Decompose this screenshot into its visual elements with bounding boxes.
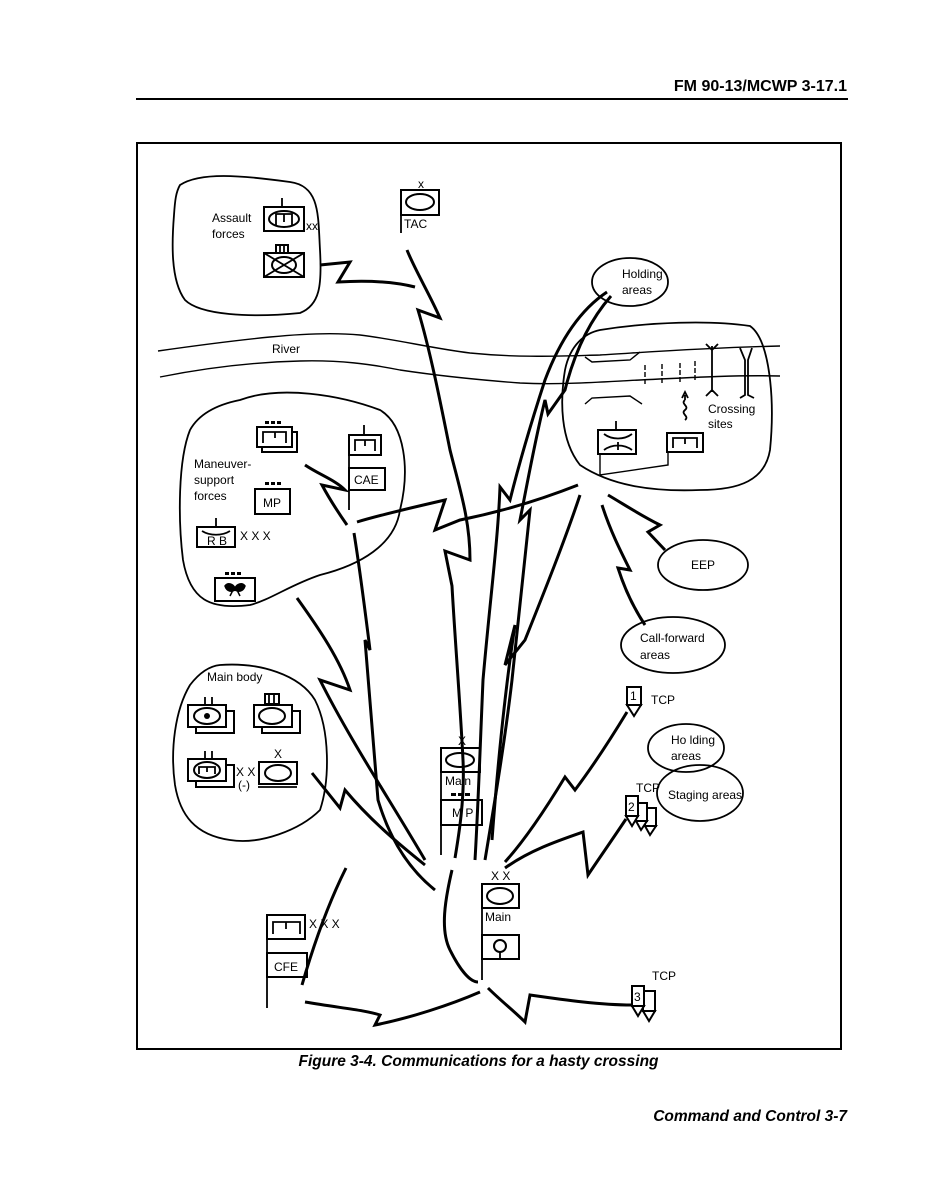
main-body-area: Main body X X (-) X xyxy=(172,663,328,842)
figure-frame xyxy=(136,142,842,1050)
mp-label: MP xyxy=(263,496,281,510)
assault-echelon: xx xyxy=(306,219,318,233)
rb-unit-icon xyxy=(196,526,236,548)
holding-areas-mid-label-1: Ho lding xyxy=(671,733,715,747)
comm-link-maneuver xyxy=(304,463,350,526)
staging-areas-label: Staging areas xyxy=(668,788,742,802)
comm-link-holding-top-2 xyxy=(483,295,613,861)
cfe-cp: X X X CFE xyxy=(266,914,340,1008)
crossing-sites-area: Crossing sites xyxy=(561,321,773,492)
tcp-1: 1 TCP xyxy=(625,686,675,718)
holding-areas-top: Holding areas xyxy=(591,257,669,307)
holding-staging-areas: Ho lding areas Staging areas xyxy=(647,723,744,822)
comm-link-crossing xyxy=(356,483,579,533)
comm-link-maneuver-2 xyxy=(352,532,436,892)
comm-link-assault xyxy=(319,260,416,289)
cae-label: CAE xyxy=(354,473,379,487)
main-body-label: Main body xyxy=(207,670,262,684)
holding-areas-top-label-1: Holding xyxy=(622,267,663,281)
bridge-unit-icon xyxy=(597,429,637,455)
comm-link-division-left xyxy=(442,869,479,984)
division-main-cp: X X Main xyxy=(481,869,520,980)
eep-area: EEP xyxy=(657,539,749,591)
rb-label: R B xyxy=(207,534,227,548)
cfe-label: CFE xyxy=(274,960,298,974)
comm-link-maneuver-area xyxy=(295,597,427,861)
comm-link-tac xyxy=(405,249,472,859)
tac-command-post: x TAC xyxy=(400,177,440,233)
holding-areas-top-label-2: areas xyxy=(622,283,652,297)
cfe-echelon: X X X xyxy=(309,917,340,931)
comm-link-crossing-2 xyxy=(490,494,582,841)
maneuver-support-area: Maneuver- support forces CAE MP R B X X … xyxy=(178,391,406,608)
tcp-3-label: TCP xyxy=(652,969,676,983)
call-forward-label-1: Call-forward xyxy=(640,631,705,645)
assault-forces-area: Assault forces xx xyxy=(171,175,322,317)
tcp-3-number: 3 xyxy=(634,990,641,1004)
maneuver-support-label-3: forces xyxy=(194,489,227,503)
assault-forces-label-2: forces xyxy=(212,227,245,241)
mp-unit-icon xyxy=(254,488,291,515)
tcp-1-number: 1 xyxy=(630,689,637,703)
main-body-echelon-c: X xyxy=(274,747,282,761)
river: River xyxy=(157,332,781,385)
call-forward-areas: Call-forward areas xyxy=(620,616,726,674)
tcp-2-number: 2 xyxy=(628,800,635,814)
tcp-3: TCP 3 xyxy=(630,969,676,1023)
main-body-echelon-a: X X xyxy=(236,765,255,779)
comm-link-main-body xyxy=(310,772,426,867)
crossing-sites-label-2: sites xyxy=(708,417,733,431)
main-body-echelon-b: (-) xyxy=(238,778,250,792)
holding-areas-mid-label-2: areas xyxy=(671,749,701,763)
comm-link-eep xyxy=(607,493,667,552)
figure-caption: Figure 3-4. Communications for a hasty c… xyxy=(298,1053,659,1070)
comm-link-tcp2 xyxy=(504,818,628,880)
tcp-1-label: TCP xyxy=(651,693,675,707)
eep-label: EEP xyxy=(691,558,715,572)
division-main-label: Main xyxy=(485,910,511,924)
document-id: FM 90-13/MCWP 3-17.1 xyxy=(673,78,847,95)
communication-links xyxy=(295,249,667,1028)
comm-link-cfe-2 xyxy=(304,990,481,1028)
comm-link-tcp3 xyxy=(486,986,633,1026)
header-rule xyxy=(136,98,848,100)
rb-echelon: X X X xyxy=(240,529,271,543)
brigade-main-label: Main xyxy=(445,774,471,788)
division-main-echelon: X X xyxy=(491,869,510,883)
maneuver-support-label-1: Maneuver- xyxy=(194,457,251,471)
assault-forces-label-1: Assault xyxy=(212,211,252,225)
comm-link-holding-top-1 xyxy=(473,290,608,861)
tcp-2: TCP 2 xyxy=(624,781,660,837)
call-forward-label-2: areas xyxy=(640,648,670,662)
maneuver-support-label-2: support xyxy=(194,473,235,487)
comm-link-call-forward xyxy=(600,504,647,626)
tcp-2-label: TCP xyxy=(636,781,660,795)
tac-echelon: x xyxy=(418,177,424,191)
tac-label: TAC xyxy=(404,217,427,231)
page-footer: Command and Control 3-7 xyxy=(653,1108,847,1125)
river-label: River xyxy=(272,342,300,356)
comm-link-tcp1 xyxy=(503,711,629,864)
comm-link-cfe xyxy=(300,867,348,986)
crossing-sites-label-1: Crossing xyxy=(708,402,755,416)
